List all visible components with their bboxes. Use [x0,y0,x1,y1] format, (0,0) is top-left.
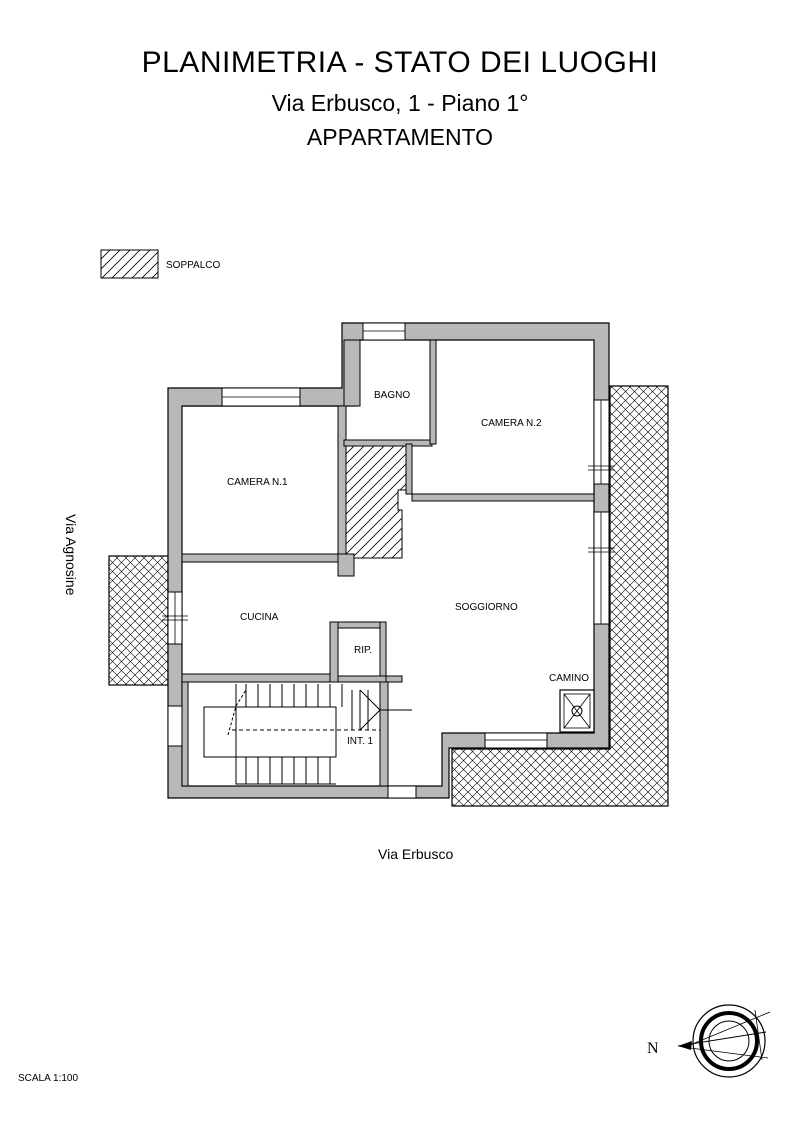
wall-camera2-south [411,493,595,502]
wall-cucina-ne [337,553,355,577]
wall-rip-east [379,621,387,683]
room-label-camino: CAMINO [549,673,589,684]
window-soggiorno-east [593,511,610,625]
wall-rip-north [337,621,387,629]
window-lines [162,330,615,741]
wall-camera1-east [337,405,347,559]
street-label-west: Via Agnosine [63,514,79,596]
plan-address: Via Erbusco, 1 - Piano 1° [271,90,529,116]
room-label-rip: RIP. [354,645,372,656]
legend-soppalco-swatch [100,249,159,279]
wall-bagno-south [343,439,433,447]
window-camera2 [593,399,610,485]
interior-walls [181,339,595,787]
north-label: N [647,1040,659,1057]
room-label-cucina: CUCINA [240,612,279,623]
wall-rip-south [337,675,387,683]
street-label-south: Via Erbusco [378,846,453,862]
window-stairwell [167,705,183,747]
staircase [203,684,412,785]
window-bagno [362,322,406,341]
wall-camera2-west [405,443,413,495]
legend: SOPPALCO [100,249,220,279]
legend-soppalco-label: SOPPALCO [166,260,220,271]
wall-stair-east [379,681,389,787]
window-stair [387,785,417,799]
wall-cucina-south [181,673,339,683]
room-label-int1: INT. 1 [347,736,374,747]
terraces [108,385,669,807]
room-label-bagno: BAGNO [374,390,410,401]
north-arrow [677,1004,771,1078]
room-label-camera1: CAMERA N.1 [227,477,288,488]
balcony-west [108,555,169,686]
plan-title: PLANIMETRIA - STATO DEI LUOGHI [141,46,659,79]
terrace-outline [451,385,669,807]
plan-unit: APPARTAMENTO [306,124,494,150]
wall-bagno-east [429,339,437,445]
wall-bagno-west [343,339,361,407]
scale-label: SCALA 1:100 [18,1073,79,1084]
room-label-camera2: CAMERA N.2 [481,418,542,429]
window-soggiorno-south [484,732,548,749]
wall-cucina-east [329,621,339,683]
wall-stub [385,675,403,683]
fireplace [559,689,595,733]
soppalco-area [337,443,409,559]
wall-camera1-south [181,553,339,563]
room-label-soggiorno: SOGGIORNO [455,602,518,613]
wall-stair-west [181,681,189,787]
